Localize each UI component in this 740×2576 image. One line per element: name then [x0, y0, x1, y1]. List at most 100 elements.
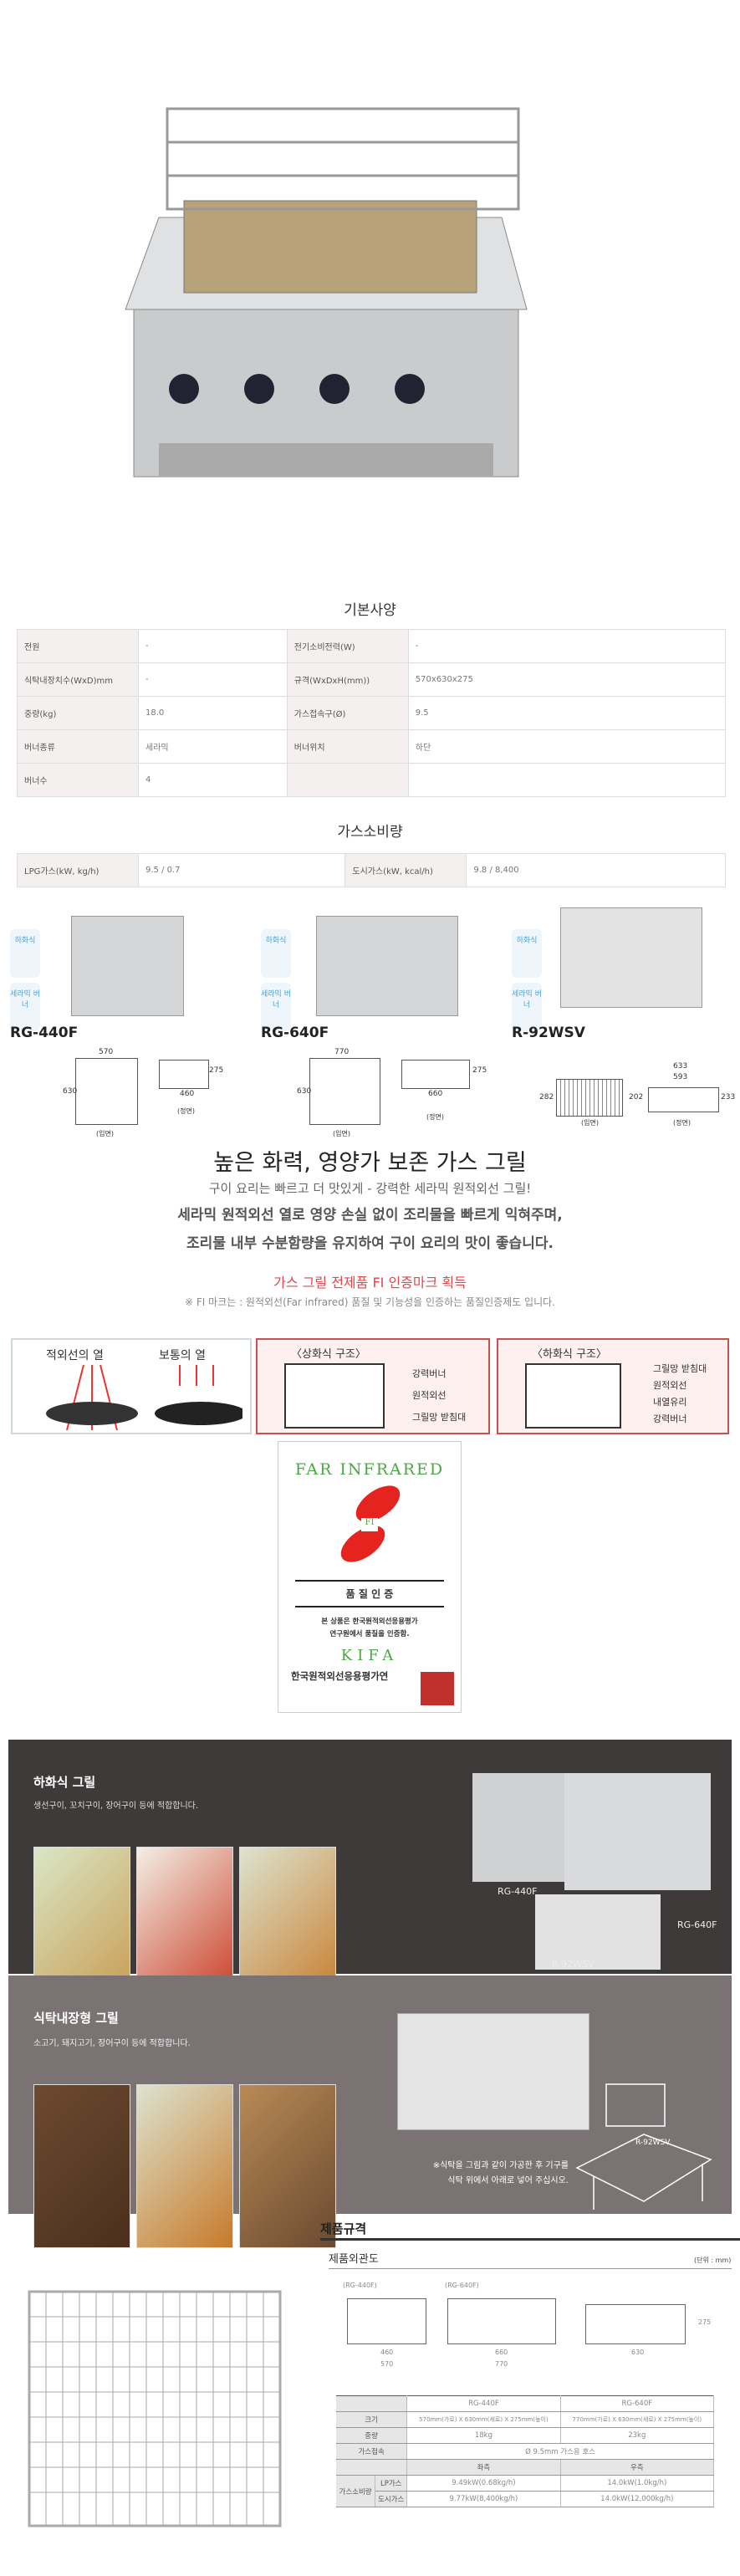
headline-line1: 세라믹 원적외선 열로 영양 손실 없이 조리물을 빠르게 익혀주며, [177, 1207, 563, 1224]
model-caption: RG-640F [677, 1919, 717, 1930]
view-label: (입면) [96, 1130, 114, 1137]
table-installation-drawing [575, 2083, 712, 2210]
product-spec-title: 제품규격 [320, 2221, 367, 2236]
drawing-subtitle: 제품외관도 [329, 2253, 379, 2266]
dim: 770 [495, 2360, 508, 2368]
dim: 660 [428, 1090, 443, 1098]
model-caption: RG-440F [498, 1886, 538, 1897]
section-desc: 생선구이, 꼬치구이, 장어구이 등에 적합합니다. [33, 1802, 199, 1811]
model-name: RG-440F [10, 1025, 79, 1041]
drawing [401, 1060, 470, 1089]
pork-belly-photo [239, 2084, 336, 2248]
diagram-label: 그릴망 받침대 [653, 1363, 707, 1374]
dim: 630 [297, 1087, 312, 1096]
r92wsv-image [560, 907, 702, 1008]
top-fire-structure-diagram: 〈상화식 구조〉 강력버너 원적외선 그릴망 받침대 [256, 1338, 490, 1434]
cert-kifa: KIFA [340, 1647, 399, 1664]
cert-arc-text: FAR INFRARED [294, 1460, 445, 1479]
fi-logo-icon: FI [334, 1478, 406, 1570]
diagram-label: 강력버너 [653, 1413, 687, 1424]
rg640f-front-drawing [447, 2298, 556, 2344]
diagram-title: 〈하화식 구조〉 [532, 1348, 607, 1361]
rg440f-image [71, 916, 184, 1016]
model-lineup: 하화식 세라믹 버너 하화식 세라믹 버너 하화식 세라믹 버너 RG-440F… [0, 899, 740, 1137]
fi-title: 가스 그릴 전제품 FI 인증마크 획득 [273, 1275, 467, 1291]
headline-line2: 조리물 내부 수분함량을 유지하여 구이 요리의 맛이 좋습니다. [186, 1235, 554, 1252]
drawing-label: (RG-640F) [445, 2282, 479, 2289]
drawing [648, 1087, 719, 1112]
gas-spec-title: 가스소비량 [337, 824, 403, 841]
bottom-fire-grill-section: 하화식 그릴 생선구이, 꼬치구이, 장어구이 등에 적합합니다. RG-440… [8, 1740, 732, 2011]
dim: 630 [631, 2349, 645, 2356]
section-title: 하화식 그릴 [33, 1775, 96, 1790]
dim: 770 [334, 1048, 350, 1056]
heat-comparison-diagram: 적외선의 열 보통의 열 [11, 1338, 252, 1434]
install-note: ※식탁을 그림과 같이 가공한 후 기구를 [432, 2161, 569, 2170]
drawing [75, 1058, 138, 1125]
drawing [556, 1079, 623, 1117]
unit-label: (단위 : mm) [694, 2257, 732, 2264]
drawing [159, 1060, 209, 1089]
dim: 275 [209, 1066, 224, 1075]
dim: 630 [63, 1087, 78, 1096]
fi-note: ※ FI 마크는 : 원적외선(Far infrared) 품질 및 기능성을 … [185, 1296, 555, 1308]
view-label: (입면) [581, 1119, 599, 1127]
dim: 275 [472, 1066, 487, 1075]
basic-spec-title: 기본사양 [344, 602, 396, 619]
dim: 633 [673, 1062, 688, 1071]
grill-product-image [125, 107, 528, 478]
cert-title: 품 질 인 증 [295, 1580, 444, 1607]
seal-stamp-icon [421, 1672, 454, 1705]
headline-title: 높은 화력, 영양가 보존 가스 그릴 [213, 1150, 527, 1176]
builtin-grill-image [397, 2013, 589, 2130]
rg440f-image [472, 1773, 573, 1882]
view-label: (정면) [177, 1107, 195, 1115]
dim: 460 [380, 2349, 394, 2356]
dim: 275 [698, 2318, 712, 2326]
badge-burner: 세라믹 버너 [10, 983, 40, 1031]
badge-type: 하화식 [10, 929, 40, 978]
r92wsv-image [535, 1894, 661, 1970]
badge-type: 하화식 [512, 929, 542, 978]
eel-photo [136, 2084, 233, 2248]
beef-rib-photo [33, 2084, 130, 2248]
diagram-label: 원적외선 [412, 1390, 447, 1401]
cert-body: 본 상품은 한국원적외선응용평가 [321, 1618, 418, 1626]
side-drawing [585, 2304, 686, 2344]
diagram-label: 내열유리 [653, 1397, 687, 1408]
diagram-label: 그릴망 받침대 [412, 1412, 467, 1423]
table-builtin-grill-section: 식탁내장형 그릴 소고기, 돼지고기, 장어구이 등에 적합합니다. R-92W… [8, 1975, 732, 2248]
diagram-label: 강력버너 [412, 1368, 447, 1379]
bottom-fire-structure-diagram: 〈하화식 구조〉 그릴망 받침대 원적외선 내열유리 강력버너 [497, 1338, 729, 1434]
dim: 233 [721, 1093, 736, 1101]
cert-body: 연구원에서 품질을 인증함. [329, 1630, 410, 1638]
basic-spec-table: 전원-전기소비전력(W)- 식탁내장치수(WxD)mm-규격(WxDxH(mm)… [17, 629, 727, 797]
fish-heat-icon [46, 1365, 242, 1431]
drawing [309, 1058, 380, 1125]
view-label: (정면) [426, 1113, 444, 1121]
badge-burner: 세라믹 버너 [512, 983, 542, 1031]
fi-mark: FI [361, 1518, 378, 1531]
diagram-label: 원적외선 [653, 1380, 687, 1391]
rg640f-image [564, 1773, 711, 1890]
rg640f-image [316, 916, 458, 1016]
dim: 282 [539, 1093, 554, 1101]
diagram-title: 〈상화식 구조〉 [291, 1348, 366, 1361]
cert-org: 한국원적외선응용평가연 [291, 1670, 389, 1682]
dim: 570 [99, 1048, 114, 1056]
fi-certificate: FAR INFRARED FI 품 질 인 증 본 상품은 한국원적외선응용평가… [278, 1441, 462, 1713]
badge-burner: 세라믹 버너 [261, 983, 291, 1031]
section-desc: 소고기, 돼지고기, 장어구이 등에 적합합니다. [33, 2039, 191, 2048]
view-label: (입면) [333, 1130, 350, 1137]
model-name: R-92WSV [512, 1025, 585, 1041]
rg440f-front-drawing [347, 2298, 426, 2344]
model-caption: R-92WSV [635, 2139, 671, 2147]
badge-type: 하화식 [261, 929, 291, 978]
dim: 660 [495, 2349, 508, 2356]
dim: 202 [629, 1093, 644, 1101]
section-title: 식탁내장형 그릴 [33, 2011, 119, 2026]
grill-net-image [28, 2290, 282, 2527]
model-caption: R-92WSV [552, 1959, 595, 1970]
